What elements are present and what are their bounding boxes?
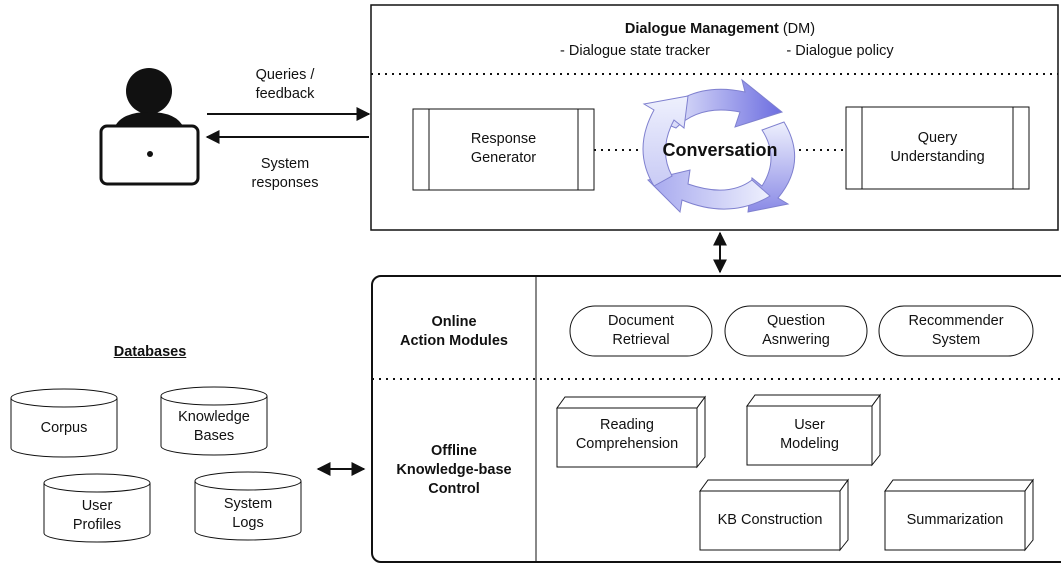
knowledge-bases-label: Knowledge Bases — [178, 409, 250, 444]
dm-box — [370, 4, 1059, 231]
recommender-system-label: Recommender System — [908, 313, 1004, 348]
document-retrieval-label: Document Retrieval — [607, 313, 675, 348]
dm-title-bold: Dialogue Management — [624, 21, 779, 37]
recommender-system-pill — [878, 305, 1034, 357]
document-retrieval-pill — [569, 305, 713, 357]
question-answering-label: Question Asnwering — [762, 313, 830, 348]
responses-label: System responses — [251, 156, 319, 191]
knowledge-bases-cylinder — [160, 386, 268, 456]
dm-title-suffix: (DM) — [778, 21, 816, 37]
system-logs-label: System Logs — [223, 496, 273, 531]
dm-sub-policy: - Dialogue policy — [786, 43, 894, 59]
offline-label: Offline Knowledge-base Control — [396, 443, 512, 497]
query-understanding-box — [845, 106, 1030, 190]
user-modeling-label: User Modeling — [780, 417, 839, 452]
question-answering-pill — [724, 305, 868, 357]
summarization-box — [884, 478, 1034, 552]
user-laptop-icon — [99, 68, 200, 186]
reading-comprehension-label: Reading Comprehension — [575, 417, 679, 452]
query-understanding-label: Query Understanding — [890, 130, 985, 165]
conversation-cycle-icon — [642, 78, 796, 214]
dm-title: Dialogue Management (DM) — [560, 20, 880, 39]
user-profiles-cylinder — [43, 473, 151, 543]
kb-construction-box — [699, 478, 849, 552]
conversation-label: Conversation — [662, 140, 778, 160]
user-profiles-label: User Profiles — [72, 498, 122, 533]
response-generator-label: Response Generator — [470, 131, 537, 166]
dm-sub-tracker: - Dialogue state tracker — [560, 43, 710, 59]
kb-construction-label: KB Construction — [717, 512, 823, 528]
system-logs-cylinder — [194, 471, 302, 541]
corpus-cylinder — [10, 388, 118, 458]
reading-comprehension-box — [556, 395, 706, 469]
databases-title: Databases — [113, 344, 187, 360]
user-modeling-box — [746, 393, 881, 467]
queries-label: Queries / feedback — [255, 67, 315, 102]
response-generator-box — [412, 108, 595, 191]
online-label: Online Action Modules — [400, 314, 508, 349]
summarization-label: Summarization — [906, 512, 1004, 528]
modules-box — [371, 275, 1061, 563]
corpus-label: Corpus — [40, 420, 88, 436]
